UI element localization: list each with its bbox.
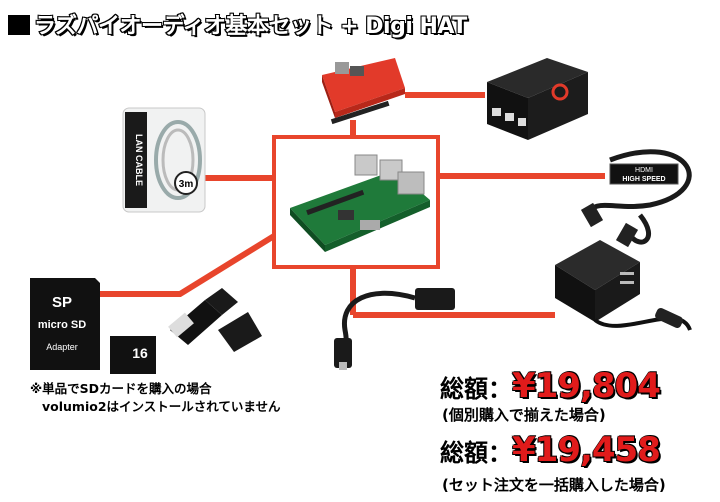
connection-lines bbox=[95, 92, 605, 318]
lan-cable-icon bbox=[122, 107, 206, 213]
ac-adapter-icon bbox=[555, 240, 692, 331]
hdmi-brand: HDMI bbox=[635, 167, 653, 174]
sd-note-line2: volumio2はインストールされていません bbox=[42, 399, 281, 414]
price-value: ¥19,804 bbox=[512, 366, 662, 407]
sd-brand: SP bbox=[52, 294, 72, 311]
price-sub-set: (セット注文を一括購入した場合) bbox=[442, 476, 666, 494]
hdmi-cable-icon bbox=[580, 149, 692, 248]
micro-usb-cable-icon bbox=[334, 288, 455, 370]
sd-card-icon bbox=[30, 278, 156, 374]
sd-card-name: micro SD bbox=[38, 319, 86, 331]
lan-cable-length: 3m bbox=[179, 179, 194, 190]
price-block-separate: 総額：¥19,804 bbox=[440, 366, 662, 407]
price-value: ¥19,458 bbox=[512, 430, 662, 471]
sd-capacity: 16 bbox=[132, 345, 148, 361]
price-label: 総額： bbox=[440, 439, 512, 467]
case-icon bbox=[487, 58, 588, 140]
page-title: ラズパイオーディオ基本セット + Digi HAT bbox=[8, 8, 468, 40]
title-text: ラズパイオーディオ基本セット + Digi HAT bbox=[33, 13, 468, 40]
price-sub-separate: (個別購入で揃えた場合) bbox=[442, 406, 606, 424]
sd-note-line1: ※単品でSDカードを購入の場合 bbox=[30, 381, 212, 396]
usb-card-reader-icon bbox=[168, 288, 262, 352]
raspberry-pi-board-icon bbox=[290, 154, 430, 252]
digi-hat-board-icon bbox=[322, 58, 405, 125]
lan-cable-label: LAN CABLE bbox=[134, 134, 144, 186]
price-label: 総額： bbox=[440, 375, 512, 403]
sd-adapter-label: Adapter bbox=[46, 342, 78, 352]
hdmi-label: HIGH SPEED bbox=[622, 176, 665, 183]
title-square bbox=[8, 15, 30, 35]
price-block-set: 総額：¥19,458 bbox=[440, 430, 662, 471]
